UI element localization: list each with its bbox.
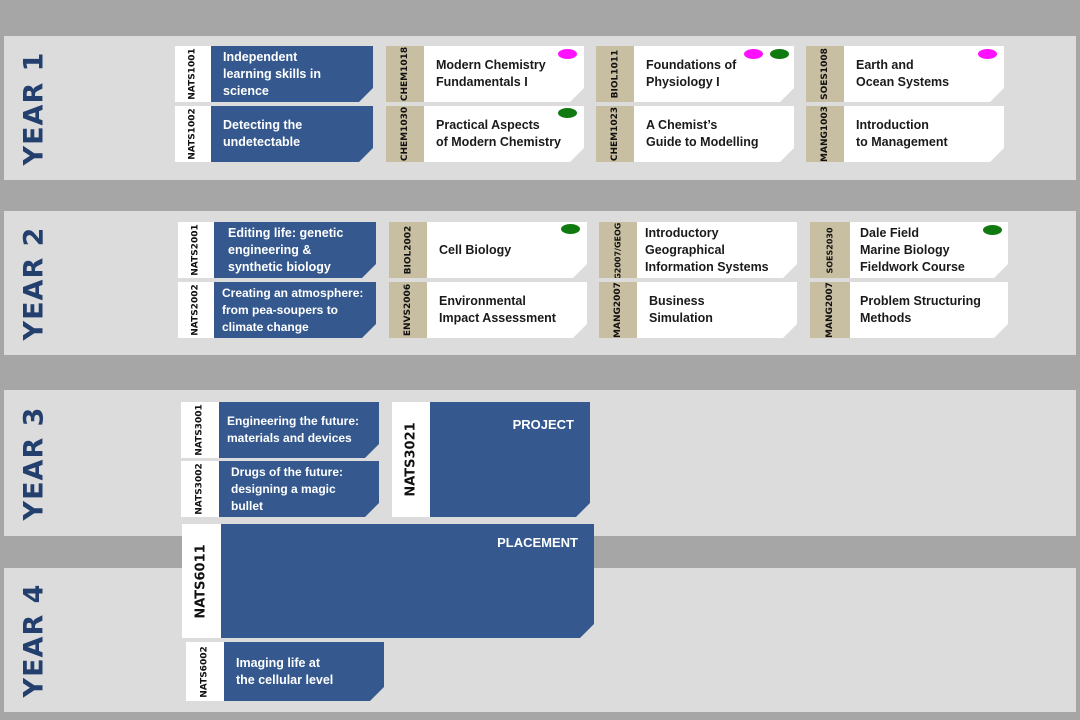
module-title: Business Simulation bbox=[637, 282, 797, 338]
module-code: NATS6002 bbox=[200, 645, 210, 698]
module-nats2002[interactable]: NATS2002 Creating an atmosphere: from pe… bbox=[178, 282, 376, 338]
module-chem1030[interactable]: CHEM1030 Practical Aspects of Modern Che… bbox=[386, 106, 584, 162]
module-title: Dale Field Marine Biology Fieldwork Cour… bbox=[850, 222, 1008, 278]
module-title: Practical Aspects of Modern Chemistry bbox=[424, 106, 584, 162]
module-nats3001[interactable]: NATS3001 Engineering the future: materia… bbox=[181, 402, 379, 458]
module-envs2006[interactable]: ENVS2006 Environmental Impact Assessment bbox=[389, 282, 587, 338]
module-mang2007-geog2010[interactable]: MANG2007/GEOG2010 Introductory Geographi… bbox=[599, 222, 797, 278]
module-code: CHEM1030 bbox=[400, 106, 411, 162]
module-chem1023[interactable]: CHEM1023 A Chemist’s Guide to Modelling bbox=[596, 106, 794, 162]
module-code: MANG2007 bbox=[825, 282, 836, 338]
module-title: PLACEMENT bbox=[221, 524, 594, 638]
module-biol1011[interactable]: BIOL1011 Foundations of Physiology I bbox=[596, 46, 794, 102]
module-code: NATS2001 bbox=[191, 224, 201, 276]
module-code: BIOL1011 bbox=[610, 49, 620, 99]
module-title: Imaging life at the cellular level bbox=[224, 642, 384, 701]
module-title: PROJECT bbox=[430, 402, 590, 517]
module-code: NATS3002 bbox=[195, 463, 205, 515]
module-soes1008[interactable]: SOES1008 Earth and Ocean Systems bbox=[806, 46, 1004, 102]
module-nats1001[interactable]: NATS1001 Independent learning skills in … bbox=[175, 46, 373, 102]
module-title: Drugs of the future: designing a magic b… bbox=[219, 461, 379, 517]
module-mang2007-business[interactable]: MANG2007 Business Simulation bbox=[599, 282, 797, 338]
module-code: MANG2007 bbox=[613, 282, 624, 338]
module-mang2007-problem[interactable]: MANG2007 Problem Structuring Methods bbox=[810, 282, 1008, 338]
module-code: ENVS2006 bbox=[403, 283, 413, 337]
module-code: NATS3021 bbox=[403, 422, 419, 497]
module-title: Cell Biology bbox=[427, 222, 587, 278]
module-code: CHEM1018 bbox=[400, 46, 411, 102]
module-mang1003[interactable]: MANG1003 Introduction to Management bbox=[806, 106, 1004, 162]
module-soes2030[interactable]: SOES2030 Dale Field Marine Biology Field… bbox=[810, 222, 1008, 278]
module-code: MANG1003 bbox=[820, 106, 831, 162]
module-chem1018[interactable]: CHEM1018 Modern Chemistry Fundamentals I bbox=[386, 46, 584, 102]
module-code: CHEM1023 bbox=[610, 106, 621, 162]
module-title: Introductory Geographical Information Sy… bbox=[637, 222, 797, 278]
module-title: Foundations of Physiology I bbox=[634, 46, 794, 102]
module-title: Detecting the undetectable bbox=[211, 106, 373, 162]
module-nats6002[interactable]: NATS6002 Imaging life at the cellular le… bbox=[186, 642, 384, 701]
module-code: SOES2030 bbox=[825, 226, 835, 274]
module-title: Independent learning skills in science bbox=[211, 46, 373, 102]
module-title: Modern Chemistry Fundamentals I bbox=[424, 46, 584, 102]
year-3-label: YEAR 3 bbox=[18, 406, 50, 520]
module-nats2001[interactable]: NATS2001 Editing life: genetic engineeri… bbox=[178, 222, 376, 278]
module-nats1002[interactable]: NATS1002 Detecting the undetectable bbox=[175, 106, 373, 162]
magenta-marker-icon bbox=[744, 49, 763, 59]
module-title: Editing life: genetic engineering & synt… bbox=[214, 222, 376, 278]
module-code: BIOL2002 bbox=[403, 225, 413, 275]
year-4-label: YEAR 4 bbox=[18, 583, 50, 697]
green-marker-icon bbox=[983, 225, 1002, 235]
module-biol2002[interactable]: BIOL2002 Cell Biology bbox=[389, 222, 587, 278]
module-title: A Chemist’s Guide to Modelling bbox=[634, 106, 794, 162]
green-marker-icon bbox=[770, 49, 789, 59]
green-marker-icon bbox=[561, 224, 580, 234]
module-code: SOES1008 bbox=[820, 48, 830, 100]
module-nats3021-project[interactable]: NATS3021 PROJECT bbox=[392, 402, 590, 517]
module-code: NATS6011 bbox=[194, 543, 209, 619]
magenta-marker-icon bbox=[558, 49, 577, 59]
green-marker-icon bbox=[558, 108, 577, 118]
module-title: Earth and Ocean Systems bbox=[844, 46, 1004, 102]
module-code: NATS3001 bbox=[195, 404, 205, 456]
module-code: MANG2007/GEOG2010 bbox=[613, 222, 623, 278]
module-code: NATS2002 bbox=[191, 284, 201, 336]
module-title: Engineering the future: materials and de… bbox=[219, 402, 379, 458]
module-title: Environmental Impact Assessment bbox=[427, 282, 587, 338]
module-title: Introduction to Management bbox=[844, 106, 1004, 162]
year-1-label: YEAR 1 bbox=[18, 51, 50, 165]
magenta-marker-icon bbox=[978, 49, 997, 59]
module-nats6011-placement[interactable]: NATS6011 PLACEMENT bbox=[182, 524, 594, 638]
module-title: Problem Structuring Methods bbox=[850, 282, 1008, 338]
module-nats3002[interactable]: NATS3002 Drugs of the future: designing … bbox=[181, 461, 379, 517]
module-code: NATS1002 bbox=[188, 108, 198, 160]
year-2-label: YEAR 2 bbox=[18, 226, 50, 340]
module-title: Creating an atmosphere: from pea-soupers… bbox=[214, 282, 376, 338]
module-code: NATS1001 bbox=[188, 48, 198, 100]
